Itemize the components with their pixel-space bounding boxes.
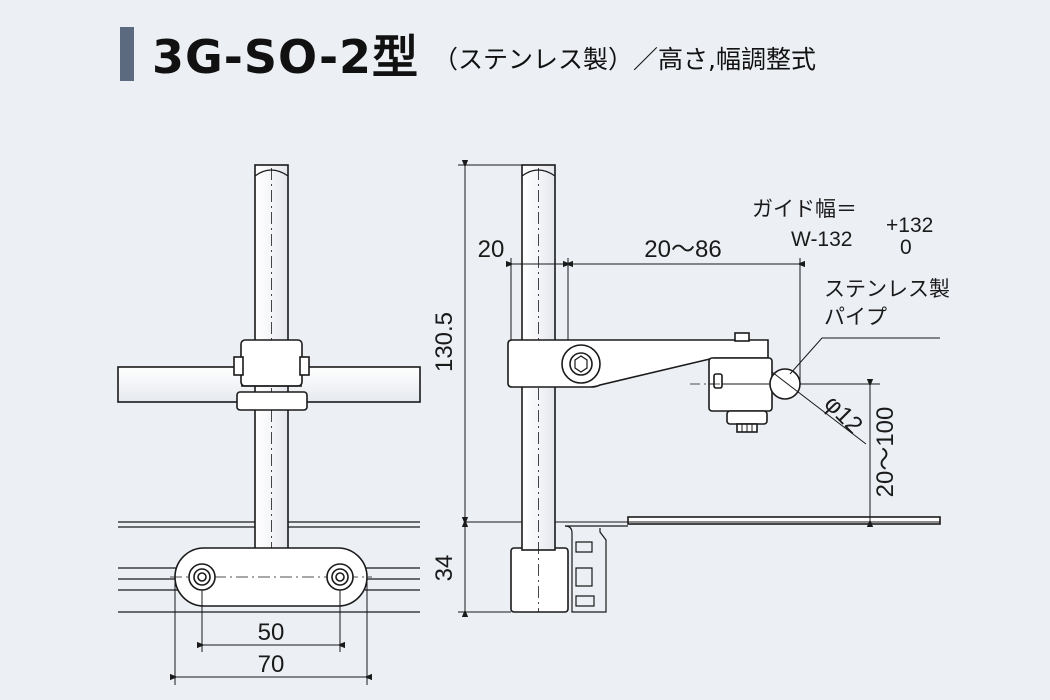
dimension-hole-pitch <box>196 590 346 652</box>
side-pipe-holder <box>690 332 790 433</box>
label-pipe-line1: ステンレス製 <box>824 277 950 301</box>
label-guide-width-title: ガイド幅＝ <box>752 197 857 221</box>
leader-pipe-diameter <box>771 371 867 445</box>
label-post-offset: 20 <box>478 236 505 263</box>
side-view <box>458 159 941 618</box>
dimension-total-height <box>458 159 522 528</box>
title-subtitle: （ステンレス製）／高さ,幅調整式 <box>433 45 816 74</box>
side-arm <box>507 339 769 388</box>
label-guide-height: 20～100 <box>872 407 899 498</box>
base-bolt-right <box>326 563 354 591</box>
base-bolt-left <box>188 563 216 591</box>
label-base-width: 70 <box>258 651 285 678</box>
dimension-guide-height <box>800 378 880 528</box>
front-clamp <box>233 339 310 411</box>
title-header: 3G-SO-2型 （ステンレス製）／高さ,幅調整式 <box>120 26 816 84</box>
label-hole-pitch: 50 <box>258 619 285 646</box>
side-lower-block <box>510 547 569 613</box>
title-model: 3G-SO-2型 <box>152 30 420 84</box>
dimension-lower-height <box>458 516 511 618</box>
title-accent-bar <box>120 27 134 81</box>
front-conveyor-frame <box>118 521 420 613</box>
label-pipe-line2: パイプ <box>824 305 887 329</box>
dimension-base-width <box>169 577 373 685</box>
label-total-height: 130.5 <box>431 312 458 372</box>
leader-pipe-label <box>789 337 940 375</box>
label-arm-range: 20～86 <box>644 236 721 263</box>
label-guide-width-tol-lower: 0 <box>900 236 912 259</box>
dimension-post-offset <box>505 258 574 340</box>
label-pipe-diameter: φ12 <box>819 390 868 439</box>
label-guide-width-value: W-132 <box>791 228 852 251</box>
label-guide-width-tol-upper: +132 <box>886 214 933 237</box>
front-base-plate <box>170 547 372 607</box>
label-lower-height: 34 <box>431 555 458 582</box>
front-view <box>117 164 421 685</box>
